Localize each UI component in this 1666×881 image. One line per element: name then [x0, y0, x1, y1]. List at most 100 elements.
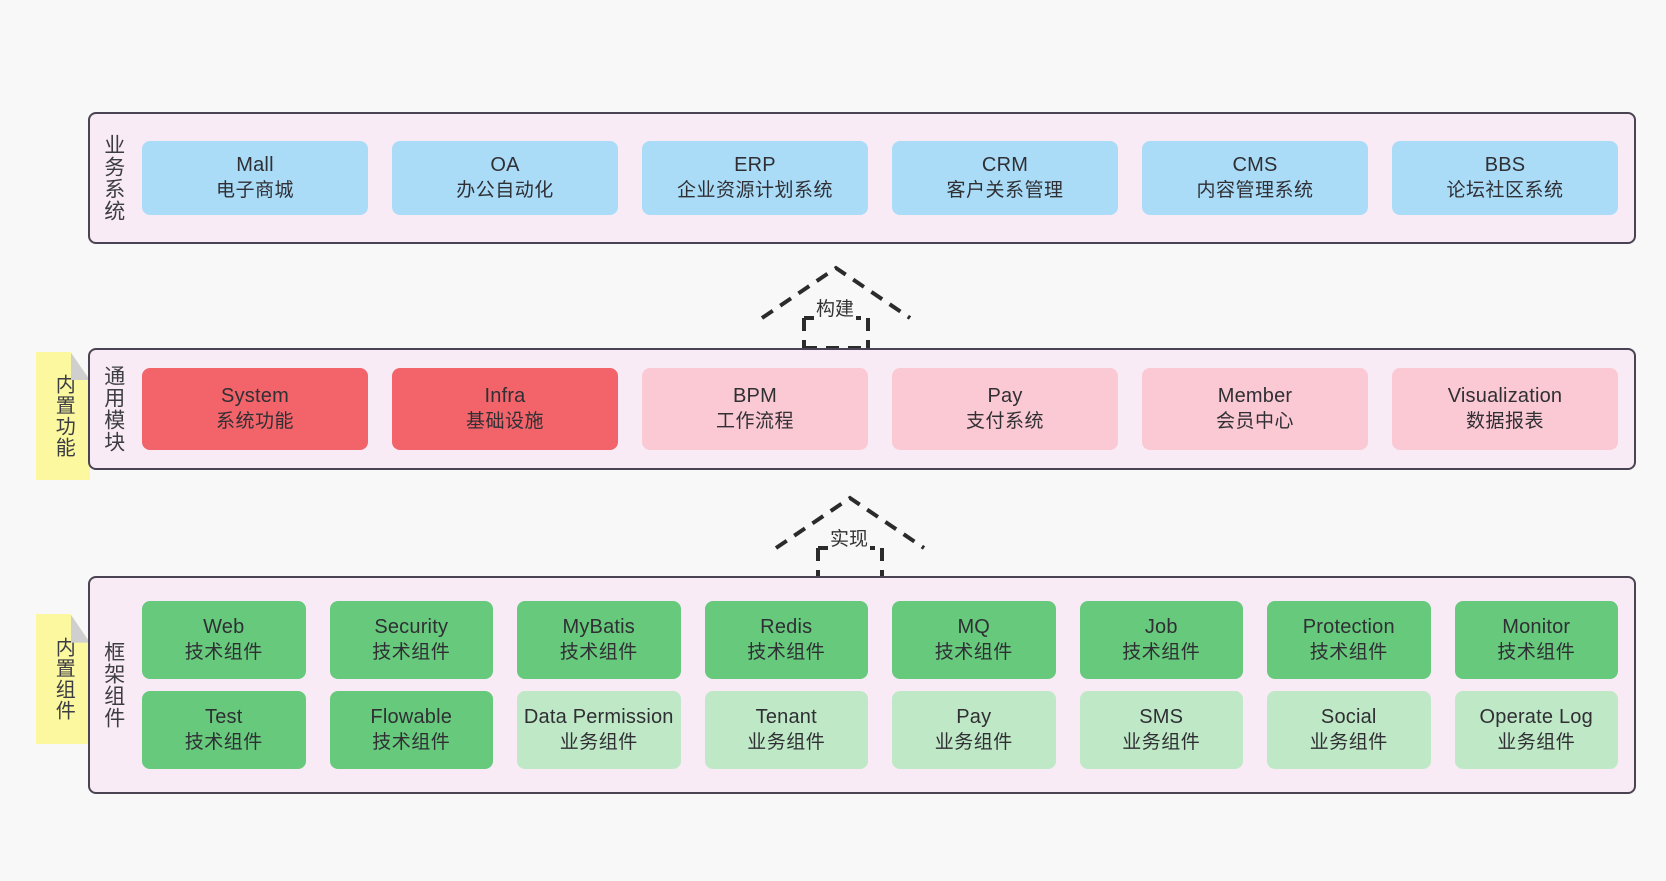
node-oa-title: OA [490, 154, 520, 177]
common-node-row: System 系统功能 Infra 基础设施 BPM 工作流程 Pay 支付系统… [142, 368, 1618, 450]
node-crm-title: CRM [981, 154, 1029, 177]
node-pay-component-title: Pay [956, 706, 992, 729]
node-monitor[interactable]: Monitor 技术组件 [1454, 601, 1618, 679]
node-monitor-subtitle: 技术组件 [1497, 641, 1576, 663]
node-infra-subtitle: 基础设施 [465, 410, 544, 432]
node-member[interactable]: Member 会员中心 [1142, 368, 1368, 450]
node-redis-title: Redis [760, 616, 813, 639]
node-bbs-subtitle: 论坛社区系统 [1446, 179, 1564, 201]
node-mq-title: MQ [957, 616, 991, 639]
node-job[interactable]: Job 技术组件 [1079, 601, 1243, 679]
node-data-permission[interactable]: Data Permission 业务组件 [517, 691, 681, 769]
framework-business-component-row: Test 技术组件 Flowable 技术组件 Data Permission … [142, 691, 1618, 769]
node-crm-subtitle: 客户关系管理 [946, 179, 1064, 201]
node-mq-subtitle: 技术组件 [934, 641, 1013, 663]
node-operate-log[interactable]: Operate Log 业务组件 [1454, 691, 1618, 769]
node-mall-title: Mall [236, 154, 274, 177]
node-sms[interactable]: SMS 业务组件 [1079, 691, 1243, 769]
node-web[interactable]: Web 技术组件 [142, 601, 306, 679]
node-infra-title: Infra [484, 385, 526, 408]
layer-common-module: 通用模块 System 系统功能 Infra 基础设施 BPM 工作流程 Pay… [88, 348, 1636, 470]
node-data-permission-subtitle: 业务组件 [559, 731, 638, 753]
node-system-subtitle: 系统功能 [215, 410, 294, 432]
node-social-subtitle: 业务组件 [1309, 731, 1388, 753]
node-oa[interactable]: OA 办公自动化 [392, 141, 618, 215]
node-mall-subtitle: 电子商城 [215, 179, 294, 201]
layer-business-system: 业务系统 Mall 电子商城 OA 办公自动化 ERP 企业资源计划系统 CRM… [88, 112, 1636, 244]
node-bpm-subtitle: 工作流程 [715, 410, 794, 432]
node-visualization-subtitle: 数据报表 [1465, 410, 1544, 432]
layer-business-system-body: Mall 电子商城 OA 办公自动化 ERP 企业资源计划系统 CRM 客户关系… [136, 114, 1634, 242]
connector-build-label: 构建 [814, 294, 857, 321]
node-system[interactable]: System 系统功能 [142, 368, 368, 450]
business-node-row: Mall 电子商城 OA 办公自动化 ERP 企业资源计划系统 CRM 客户关系… [142, 141, 1618, 215]
node-operate-log-title: Operate Log [1479, 706, 1593, 729]
node-mybatis[interactable]: MyBatis 技术组件 [517, 601, 681, 679]
node-pay-component-subtitle: 业务组件 [934, 731, 1013, 753]
node-pay-module-title: Pay [987, 385, 1023, 408]
framework-tech-component-row: Web 技术组件 Security 技术组件 MyBatis 技术组件 Redi… [142, 601, 1618, 679]
node-social[interactable]: Social 业务组件 [1267, 691, 1431, 769]
note-builtin-component: 内置组件 [36, 614, 90, 744]
node-flowable-title: Flowable [370, 706, 453, 729]
node-tenant[interactable]: Tenant 业务组件 [704, 691, 868, 769]
node-protection-title: Protection [1302, 616, 1395, 639]
node-security-subtitle: 技术组件 [372, 641, 451, 663]
node-visualization-title: Visualization [1447, 385, 1563, 408]
node-protection[interactable]: Protection 技术组件 [1267, 601, 1431, 679]
node-social-title: Social [1320, 706, 1377, 729]
node-redis[interactable]: Redis 技术组件 [704, 601, 868, 679]
node-cms[interactable]: CMS 内容管理系统 [1142, 141, 1368, 215]
connector-build-arrow: 构建 [756, 262, 916, 350]
note-builtin-function-label: 内置功能 [52, 374, 75, 458]
node-sms-title: SMS [1139, 706, 1184, 729]
layer-framework-component-body: Web 技术组件 Security 技术组件 MyBatis 技术组件 Redi… [136, 578, 1634, 792]
node-operate-log-subtitle: 业务组件 [1497, 731, 1576, 753]
node-erp-subtitle: 企业资源计划系统 [676, 179, 833, 201]
node-redis-subtitle: 技术组件 [747, 641, 826, 663]
node-sms-subtitle: 业务组件 [1122, 731, 1201, 753]
layer-framework-component: 框架组件 Web 技术组件 Security 技术组件 MyBatis 技术组件… [88, 576, 1636, 794]
node-erp[interactable]: ERP 企业资源计划系统 [642, 141, 868, 215]
node-security[interactable]: Security 技术组件 [329, 601, 493, 679]
node-member-subtitle: 会员中心 [1215, 410, 1294, 432]
layer-framework-component-title: 框架组件 [101, 641, 125, 729]
node-data-permission-title: Data Permission [523, 706, 674, 729]
connector-implement-arrow: 实现 [770, 492, 930, 580]
node-bpm[interactable]: BPM 工作流程 [642, 368, 868, 450]
node-mall[interactable]: Mall 电子商城 [142, 141, 368, 215]
layer-business-system-title: 业务系统 [101, 134, 125, 222]
node-web-title: Web [203, 616, 245, 639]
node-flowable-subtitle: 技术组件 [372, 731, 451, 753]
node-pay-module-subtitle: 支付系统 [965, 410, 1044, 432]
note-builtin-function: 内置功能 [36, 352, 90, 480]
node-monitor-title: Monitor [1502, 616, 1571, 639]
node-infra[interactable]: Infra 基础设施 [392, 368, 618, 450]
build-arrow-head [760, 265, 912, 320]
node-pay-component[interactable]: Pay 业务组件 [892, 691, 1056, 769]
node-test[interactable]: Test 技术组件 [142, 691, 306, 769]
layer-common-module-body: System 系统功能 Infra 基础设施 BPM 工作流程 Pay 支付系统… [136, 350, 1634, 468]
node-mybatis-subtitle: 技术组件 [559, 641, 638, 663]
node-job-subtitle: 技术组件 [1122, 641, 1201, 663]
node-bbs[interactable]: BBS 论坛社区系统 [1392, 141, 1618, 215]
node-member-title: Member [1217, 385, 1293, 408]
node-job-title: Job [1144, 616, 1178, 639]
implement-arrow-head [774, 495, 926, 550]
node-system-title: System [221, 385, 289, 408]
connector-implement-label: 实现 [828, 524, 871, 551]
node-tenant-title: Tenant [755, 706, 817, 729]
note-builtin-component-label: 内置组件 [52, 637, 75, 721]
node-cms-subtitle: 内容管理系统 [1196, 179, 1314, 201]
node-erp-title: ERP [734, 154, 776, 177]
node-mq[interactable]: MQ 技术组件 [892, 601, 1056, 679]
node-flowable[interactable]: Flowable 技术组件 [329, 691, 493, 769]
node-mybatis-title: MyBatis [562, 616, 636, 639]
node-web-subtitle: 技术组件 [184, 641, 263, 663]
node-bbs-title: BBS [1484, 154, 1526, 177]
node-crm[interactable]: CRM 客户关系管理 [892, 141, 1118, 215]
node-pay-module[interactable]: Pay 支付系统 [892, 368, 1118, 450]
node-visualization[interactable]: Visualization 数据报表 [1392, 368, 1618, 450]
node-protection-subtitle: 技术组件 [1309, 641, 1388, 663]
